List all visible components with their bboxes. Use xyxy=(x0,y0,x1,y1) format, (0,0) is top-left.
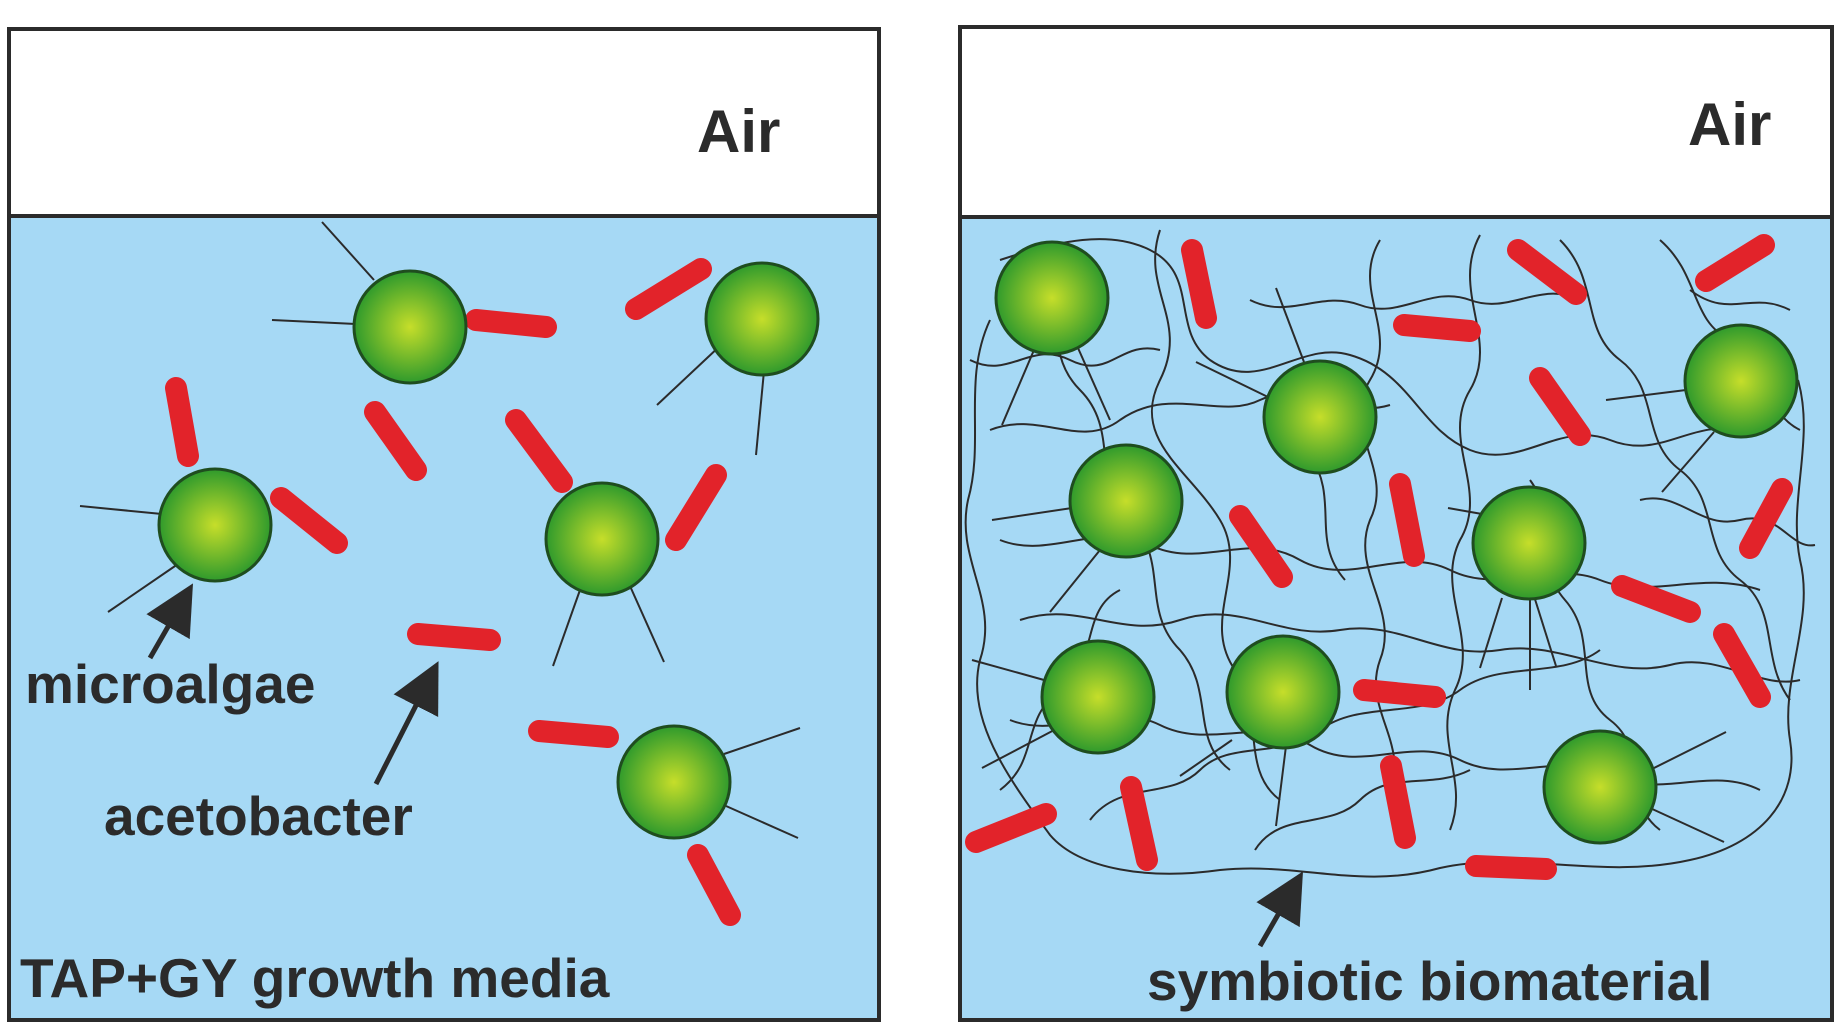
bacterium xyxy=(1389,473,1425,567)
microalga-cell xyxy=(157,467,273,583)
bacterium xyxy=(965,803,1057,853)
bacterium xyxy=(1181,239,1217,329)
microalga-cell xyxy=(1068,443,1184,559)
right-panel: Air symbiotic biomaterial xyxy=(958,25,1834,1022)
bacterium xyxy=(528,720,619,748)
right-microalgae xyxy=(994,240,1799,845)
bacterium xyxy=(1120,776,1158,871)
microalga-cell xyxy=(1225,634,1341,750)
bacterium xyxy=(1611,575,1701,623)
microalga-cell xyxy=(704,261,820,377)
bacterium xyxy=(625,258,712,320)
left-panel: Air microalgae acetobacter TAP+GY growth… xyxy=(7,27,881,1022)
acetobacter-arrow xyxy=(373,661,439,786)
left-air-label: Air xyxy=(697,98,780,165)
bacterium xyxy=(1713,623,1771,708)
bacterium xyxy=(364,401,427,481)
microalga-cell xyxy=(544,481,660,597)
bacterium xyxy=(687,844,741,926)
bacterium xyxy=(465,309,557,338)
microalga-cell xyxy=(352,269,468,385)
right-air-label: Air xyxy=(1688,91,1771,158)
bacterium xyxy=(505,409,573,493)
bacterium xyxy=(165,377,199,467)
bacterium xyxy=(1380,755,1416,849)
microalga-cell xyxy=(616,724,732,840)
microalga-cell xyxy=(1683,323,1799,439)
left-air-region xyxy=(7,27,881,218)
right-bacteria xyxy=(965,234,1793,880)
left-bacteria xyxy=(165,258,741,926)
microalga-cell xyxy=(1040,639,1156,755)
right-media-label: symbiotic biomaterial xyxy=(1147,950,1712,1012)
microalgae-label: microalgae xyxy=(25,653,315,715)
bacterium xyxy=(1695,234,1775,292)
bacterium xyxy=(407,623,501,651)
bacterium xyxy=(270,487,348,554)
left-flagella xyxy=(79,221,801,839)
right-air-region xyxy=(958,25,1834,219)
acetobacter-label: acetobacter xyxy=(104,785,413,847)
right-flagella xyxy=(971,287,1727,843)
bacterium xyxy=(1229,505,1293,588)
microalga-cell xyxy=(1542,729,1658,845)
bacterium xyxy=(1507,239,1587,305)
microalga-cell xyxy=(1262,359,1378,475)
left-microalgae xyxy=(157,261,820,840)
bacterium xyxy=(1529,367,1591,446)
bacterium xyxy=(1393,314,1481,342)
microalgae-arrow xyxy=(146,583,193,660)
microalga-cell xyxy=(1471,485,1587,601)
bacterium xyxy=(1465,855,1557,880)
symbiotic-biomaterial-arrow xyxy=(1256,871,1303,948)
left-media-label: TAP+GY growth media xyxy=(20,947,610,1009)
bacterium xyxy=(1739,478,1793,559)
bacterium xyxy=(1353,679,1446,708)
left-arrows xyxy=(146,583,439,786)
bacterium xyxy=(665,464,727,551)
microalga-cell xyxy=(994,240,1110,356)
